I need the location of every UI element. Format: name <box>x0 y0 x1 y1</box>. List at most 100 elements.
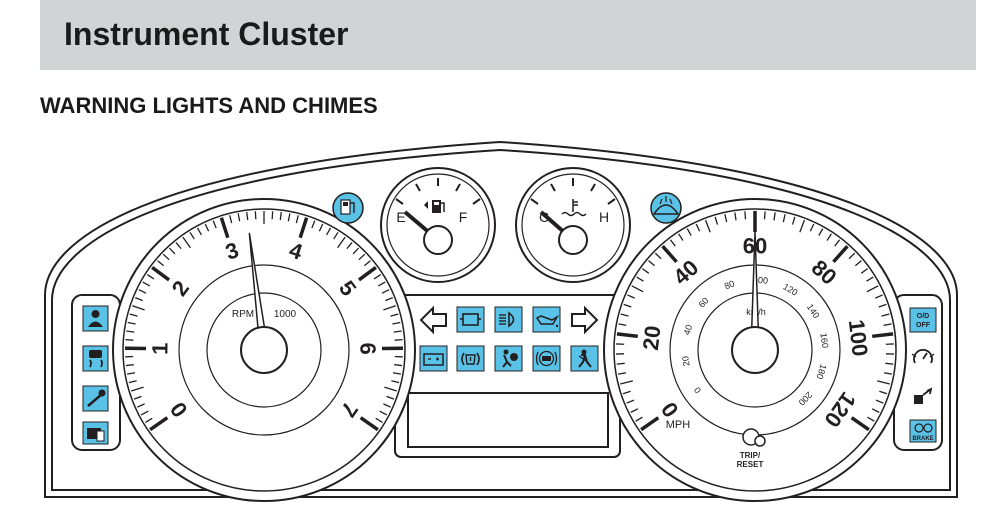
minor-tick <box>146 274 155 280</box>
minor-tick <box>623 303 632 308</box>
tire-pressure-icon <box>456 345 485 372</box>
minor-tick <box>635 416 643 422</box>
minor-tick <box>129 313 138 317</box>
minor-tick <box>135 297 143 302</box>
oil-pressure-icon <box>532 306 561 333</box>
minor-tick <box>375 417 383 424</box>
minor-tick <box>337 236 346 249</box>
minor-tick <box>618 323 627 327</box>
minor-tick <box>791 216 796 225</box>
minor-tick <box>196 227 202 236</box>
powertrain-fault-icon <box>910 386 936 408</box>
left-turn-arrow-icon <box>419 305 447 335</box>
minor-tick <box>383 403 391 408</box>
kmh-label-40: 40 <box>682 324 694 336</box>
minor-tick <box>162 253 170 261</box>
abs-icon <box>532 345 561 372</box>
minor-tick <box>390 313 399 317</box>
minor-tick <box>295 215 299 224</box>
seatbelt-icon <box>570 345 599 372</box>
minor-tick <box>848 252 856 260</box>
minor-tick <box>137 403 145 408</box>
washer-fluid-icon <box>650 192 682 224</box>
minor-tick <box>686 228 692 236</box>
minor-tick <box>866 285 879 293</box>
minor-tick <box>620 380 633 385</box>
minor-tick <box>617 372 627 375</box>
minor-tick <box>386 395 395 400</box>
minor-tick <box>626 399 635 404</box>
mph-unit-label: MPH <box>666 419 691 431</box>
minor-tick <box>127 321 136 325</box>
minor-tick <box>875 399 884 404</box>
minor-tick <box>126 372 136 375</box>
minor-tick <box>393 330 402 333</box>
minor-tick <box>379 410 388 416</box>
minor-tick <box>145 417 153 424</box>
battery-icon <box>419 345 448 372</box>
minor-tick <box>392 321 401 325</box>
major-tick <box>359 416 379 432</box>
major-tick <box>151 266 171 282</box>
message-display <box>407 392 609 448</box>
traction-control-icon <box>82 345 109 372</box>
minor-tick <box>866 276 874 282</box>
rpm-label: RPM <box>232 309 254 320</box>
minor-tick <box>189 231 195 240</box>
major-tick <box>850 416 870 432</box>
minor-tick <box>885 362 894 365</box>
trip-reset-button[interactable]: TRIP/ RESET <box>737 428 766 469</box>
minor-tick <box>879 390 888 395</box>
minor-tick <box>138 289 147 294</box>
kmh-label-60: 60 <box>696 295 710 309</box>
minor-tick <box>363 260 371 267</box>
major-tick <box>219 217 230 239</box>
minor-tick <box>734 212 737 221</box>
fuel-pump-icon <box>424 200 445 213</box>
minor-tick <box>799 219 806 233</box>
minor-tick <box>763 211 766 220</box>
minor-tick <box>140 410 149 416</box>
minor-tick <box>132 305 145 311</box>
mph-label-100: 100 <box>844 318 873 357</box>
low-fuel-icon <box>332 192 364 224</box>
kmh-label-80: 80 <box>723 278 736 291</box>
minor-tick <box>883 372 893 375</box>
minor-tick <box>875 294 883 299</box>
rpm-label-1: 1 <box>147 342 172 355</box>
coolant-temperature-icon <box>561 199 587 217</box>
major-tick <box>616 332 639 339</box>
minor-tick <box>385 297 393 302</box>
minor-tick <box>246 211 249 221</box>
section-heading: WARNING LIGHTS AND CHIMES <box>40 93 378 118</box>
minor-tick <box>168 247 176 255</box>
minor-tick <box>622 390 631 395</box>
minor-tick <box>627 294 635 299</box>
mph-label-20: 20 <box>638 324 666 351</box>
door-ajar-icon <box>82 421 109 445</box>
minor-tick <box>318 223 324 232</box>
major-tick <box>661 245 678 264</box>
minor-tick <box>182 236 191 249</box>
cruise-control-icon <box>910 346 936 368</box>
minor-tick <box>237 213 241 222</box>
minor-tick <box>878 303 887 308</box>
fuel-empty-label: E <box>396 209 405 225</box>
minor-tick <box>648 260 656 267</box>
minor-tick <box>854 260 862 267</box>
minor-tick <box>128 380 137 384</box>
minor-tick <box>871 408 880 413</box>
minor-tick <box>704 219 711 233</box>
minor-tick <box>834 239 841 247</box>
minor-tick <box>394 364 403 367</box>
minor-tick <box>877 380 890 385</box>
minor-tick <box>381 289 390 294</box>
temp-hot-label: H <box>599 209 609 225</box>
header-bar <box>40 0 976 70</box>
minor-tick <box>773 212 776 221</box>
trip-label: TRIP/ <box>740 451 761 460</box>
speedometer-hub <box>731 326 779 374</box>
kmh-label-160: 160 <box>818 332 830 348</box>
minor-tick <box>636 276 644 282</box>
